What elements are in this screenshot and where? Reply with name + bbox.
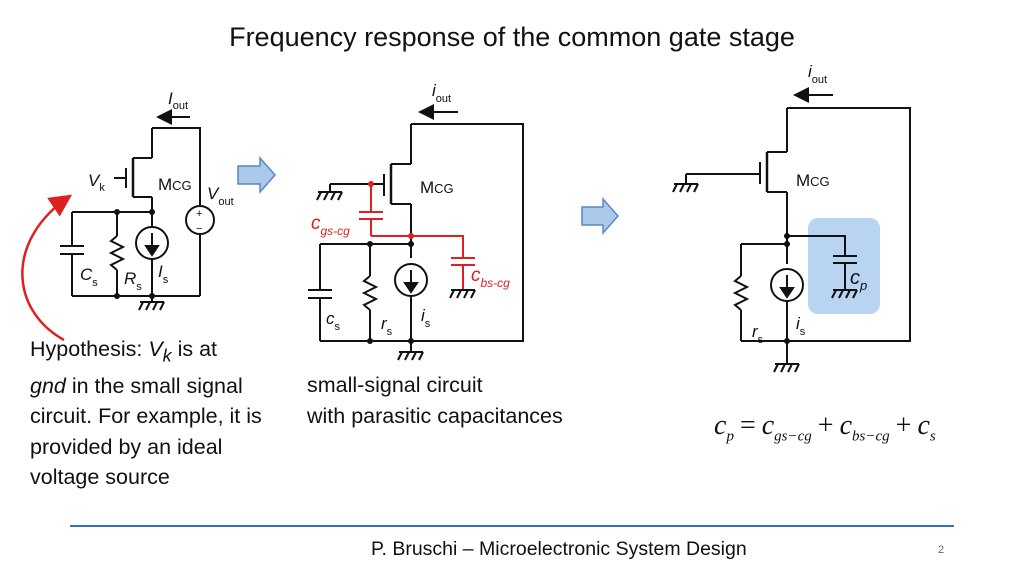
label-vk: Vk <box>88 171 105 194</box>
label-is-3: is <box>796 314 806 338</box>
node-dot <box>149 293 155 299</box>
ground-bs <box>449 289 476 299</box>
label-iout-1: Iout <box>168 89 188 112</box>
hypothesis-pointer-arrow <box>21 194 73 342</box>
node-dot <box>149 209 155 215</box>
label-cbs-cg: cbs-cg <box>471 265 510 290</box>
original-circuit <box>60 109 215 311</box>
node-dot <box>368 181 374 187</box>
simplified-circuit <box>672 87 911 373</box>
node-dot <box>114 209 120 215</box>
small-signal-circuit <box>308 104 524 361</box>
page-number: 2 <box>938 544 945 556</box>
label-iout-3: iout <box>808 62 827 86</box>
footer-text: P. Bruschi – Microelectronic System Desi… <box>371 538 747 560</box>
node-dot <box>408 338 414 344</box>
label-is-2: is <box>421 306 431 330</box>
label-Cs: Cs <box>80 265 98 289</box>
label-rs-3: rs <box>752 322 764 346</box>
label-cgs-cg: cgs-cg <box>311 213 350 238</box>
transition-arrow-1 <box>237 156 277 194</box>
node-dot <box>114 293 120 299</box>
footer-divider <box>70 525 954 527</box>
parasitic-capacitors <box>359 184 475 290</box>
node-dot <box>784 233 790 239</box>
node-dot <box>408 241 414 247</box>
label-mcg-1: MCG <box>158 175 192 194</box>
node-dot <box>784 338 790 344</box>
label-rs-2: rs <box>381 314 393 338</box>
label-Rs: Rs <box>124 269 142 293</box>
transition-arrow-2 <box>581 197 620 235</box>
label-iout-2: iout <box>432 81 451 105</box>
minus-sign: − <box>196 223 202 235</box>
label-mcg-2: MCG <box>420 178 454 197</box>
label-cp: cp <box>850 267 867 293</box>
output-wire-1 <box>152 127 201 205</box>
label-cs-2: cs <box>326 309 341 333</box>
label-Is: Is <box>158 262 169 286</box>
circuit-caption: small-signal circuit with parasitic capa… <box>307 373 563 428</box>
cp-equation: cp=cgs−cg+cbs−cg+cs <box>714 410 936 445</box>
node-dot <box>408 233 414 239</box>
node-dot <box>784 241 790 247</box>
plus-sign: + <box>196 208 202 220</box>
node-dot <box>367 241 373 247</box>
label-vout: Vout <box>207 184 234 208</box>
slide-title: Frequency response of the common gate st… <box>229 22 795 52</box>
label-mcg-3: MCG <box>796 171 830 190</box>
node-dot <box>367 338 373 344</box>
